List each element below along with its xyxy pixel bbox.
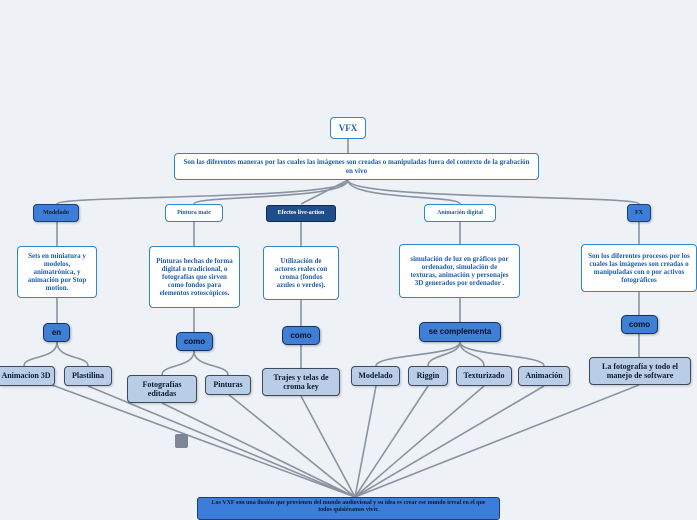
item-animacion[interactable]: Animación [518, 366, 570, 386]
conclusion-node[interactable]: Los VXF son una ilusión que provienen de… [197, 497, 500, 520]
definition-node[interactable]: Son las diferentes maneras por las cuale… [174, 153, 539, 180]
item-fotografias-editadas[interactable]: Fotografías editadas [127, 375, 197, 403]
item-texturizado[interactable]: Texturizado [456, 366, 512, 386]
item-animacion-3d[interactable]: Animacion 3D [0, 366, 55, 386]
branch-description-animacion-digital[interactable]: simulación de luz en gráficos por ordena… [399, 244, 520, 298]
branch-description-efectos-live-action[interactable]: Utilización de actores reales con croma … [263, 246, 339, 300]
connector-animacion-digital[interactable]: se complementa [419, 322, 501, 342]
branch-title-modelado[interactable]: Modelado [33, 204, 79, 222]
item-plastilina[interactable]: Plastilina [64, 366, 112, 386]
connector-fx[interactable]: como [621, 315, 658, 334]
item-trajes-y-telas[interactable]: Trajes y telas de croma key [262, 368, 340, 396]
connector-pintura-mate[interactable]: como [176, 332, 213, 351]
connector-efectos-live-action[interactable]: como [282, 326, 320, 345]
branch-description-modelado[interactable]: Sets en miniatura y modelos, animatrónic… [17, 246, 97, 298]
item-riggin[interactable]: Riggin [408, 366, 448, 386]
branch-description-pintura-mate[interactable]: Pinturas hechas de forma digital o tradi… [149, 246, 240, 308]
branch-description-fx[interactable]: Son los diferentes procesos por los cual… [581, 244, 697, 292]
item-fotografia-software[interactable]: La fotografía y todo el manejo de softwa… [589, 357, 691, 385]
drag-handle[interactable] [175, 434, 188, 448]
branch-title-pintura-mate[interactable]: Pintura mate [165, 204, 223, 222]
item-pinturas[interactable]: Pinturas [205, 375, 251, 395]
branch-title-animacion-digital[interactable]: Animación digital [424, 204, 496, 222]
branch-title-fx[interactable]: FX [627, 204, 651, 222]
item-modelado[interactable]: Modelado [351, 366, 400, 386]
root-node[interactable]: VFX [330, 117, 366, 139]
connector-modelado[interactable]: en [43, 323, 70, 342]
branch-title-efectos-live-action[interactable]: Efectos live-action [266, 205, 336, 222]
